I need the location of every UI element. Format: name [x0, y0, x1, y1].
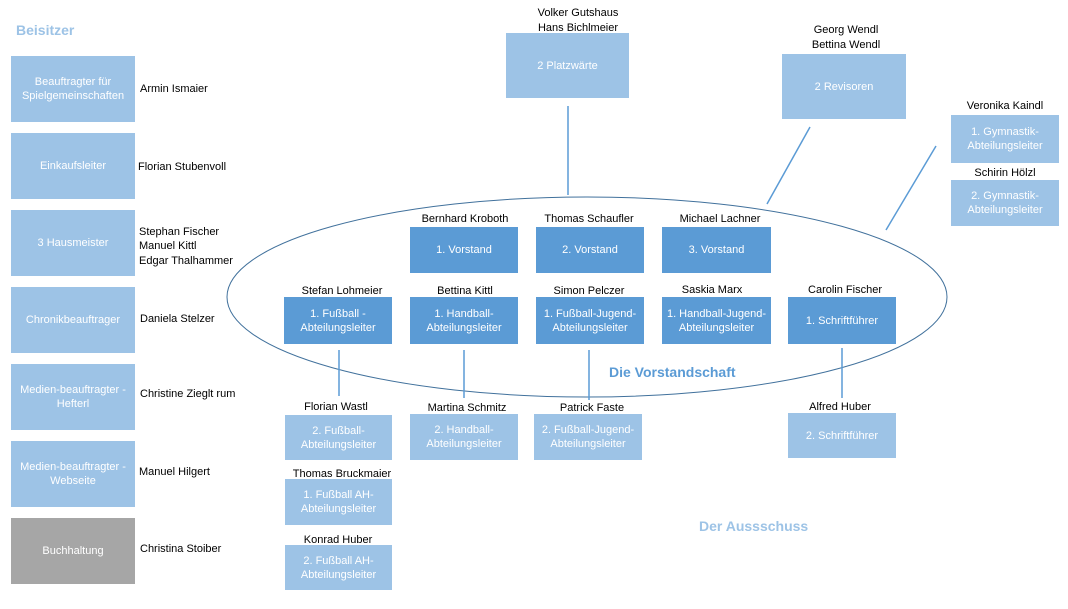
vorstandschaft-ellipse	[226, 196, 948, 398]
person-schriftfuehrer-2: Alfred Huber	[809, 401, 871, 413]
person-hausmeister-3: Edgar Thalhammer	[139, 255, 233, 267]
box-gymnastik-2: 2. Gymnastik-Abteilungsleiter	[951, 180, 1059, 226]
box-ah-2: 2. Fußball AH-Abteilungsleiter	[285, 545, 392, 590]
person-hausmeister-1: Stephan Fischer	[139, 226, 220, 238]
box-abteilung-handball: 1. Handball-Abteilungsleiter	[410, 297, 518, 344]
person-ah-2: Konrad Huber	[303, 534, 373, 546]
person-platzwart-2: Hans Bichlmeier	[537, 22, 619, 34]
box-revisoren: 2 Revisoren	[782, 54, 906, 119]
person-spielgemeinschaften: Armin Ismaier	[140, 83, 208, 95]
box-jugend-2: 2. Fußball-Jugend-Abteilungsleiter	[534, 414, 642, 460]
box-fussball-2: 2. Fußball-Abteilungsleiter	[285, 415, 392, 460]
person-abteilung-handball: Bettina Kittl	[437, 285, 493, 297]
person-abteilung-jugend: Simon Pelczer	[553, 285, 625, 297]
person-gymnastik-1: Veronika Kaindl	[966, 100, 1044, 112]
person-ah-1: Thomas Bruckmaier	[292, 468, 392, 480]
box-chronik: Chronikbeauftrager	[11, 287, 135, 353]
person-vorstand-1: Bernhard Kroboth	[421, 213, 509, 225]
person-revisor-1: Georg Wendl	[813, 24, 879, 36]
person-abteilung-fussball: Stefan Lohmeier	[301, 285, 383, 297]
person-platzwart-1: Volker Gutshaus	[537, 7, 619, 19]
person-medien-webseite: Manuel Hilgert	[139, 466, 210, 478]
box-abteilung-fussball: 1. Fußball - Abteilungsleiter	[284, 297, 392, 344]
connector-gymnastik	[885, 145, 937, 231]
box-einkaufsleiter: Einkaufsleiter	[11, 133, 135, 199]
connector-revisoren	[766, 126, 811, 205]
box-platzwarte: 2 Platzwärte	[506, 33, 629, 98]
person-schriftfuehrer-1: Carolin Fischer	[808, 284, 882, 296]
box-ah-1: 1. Fußball AH-Abteilungsleiter	[285, 479, 392, 525]
box-handball-2: 2. Handball-Abteilungsleiter	[410, 414, 518, 460]
box-schriftfuehrer-2: 2. Schriftführer	[788, 413, 896, 458]
person-revisor-2: Bettina Wendl	[811, 39, 881, 51]
box-vorstand-2: 2. Vorstand	[536, 227, 644, 273]
box-abteilung-jugend: 1. Fußball-Jugend-Abteilungsleiter	[536, 297, 644, 344]
beisitzer-title: Beisitzer	[16, 22, 75, 38]
person-gymnastik-2: Schirin Hölzl	[974, 167, 1036, 179]
person-einkaufsleiter: Florian Stubenvoll	[138, 161, 227, 173]
person-chronik: Daniela Stelzer	[140, 313, 215, 325]
box-spielgemeinschaften: Beauftragter für Spielgemeinschaften	[11, 56, 135, 122]
box-vorstand-3: 3. Vorstand	[662, 227, 771, 273]
box-medien-webseite: Medien-beauftragter - Webseite	[11, 441, 135, 507]
box-vorstand-1: 1. Vorstand	[410, 227, 518, 273]
box-hausmeister: 3 Hausmeister	[11, 210, 135, 276]
ausschuss-title: Der Aussschuss	[699, 518, 809, 534]
box-buchhaltung: Buchhaltung	[11, 518, 135, 584]
person-vorstand-2: Thomas Schaufler	[544, 213, 634, 225]
person-medien-hefterl: Christine Zieglt rum	[140, 388, 236, 400]
box-medien-hefterl: Medien-beauftragter - Hefterl	[11, 364, 135, 430]
box-gymnastik-1: 1. Gymnastik-Abteilungsleiter	[951, 115, 1059, 163]
vorstandschaft-title: Die Vorstandschaft	[609, 364, 736, 380]
box-schriftfuehrer-1: 1. Schriftführer	[788, 297, 896, 344]
person-buchhaltung: Christina Stoiber	[140, 543, 222, 555]
person-hausmeister-2: Manuel Kittl	[139, 240, 197, 252]
person-jugend-2: Patrick Faste	[559, 402, 625, 414]
person-fussball-2: Florian Wastl	[304, 401, 368, 413]
person-abteilung-handball-jugend: Saskia Marx	[681, 284, 743, 296]
person-vorstand-3: Michael Lachner	[679, 213, 761, 225]
person-handball-2: Martina Schmitz	[427, 402, 507, 414]
box-abteilung-handball-jugend: 1. Handball-Jugend-Abteilungsleiter	[662, 297, 771, 344]
